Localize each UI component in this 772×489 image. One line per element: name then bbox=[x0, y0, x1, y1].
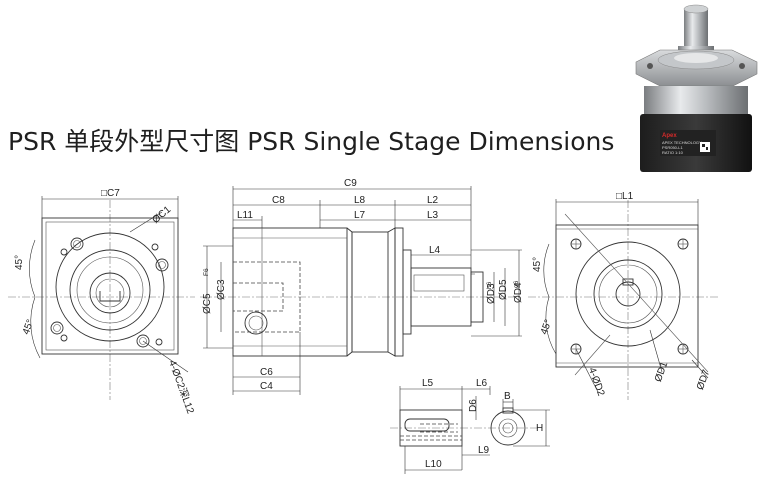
shaft-photo bbox=[684, 8, 708, 52]
output-flange-view: □C7 ØC1 45° 45° 4-ØC2深L12 bbox=[8, 188, 197, 416]
label-g6: g6 bbox=[513, 280, 520, 288]
label-h6: h6 bbox=[486, 281, 493, 289]
label-c7: □C7 bbox=[101, 188, 120, 199]
product-label-line1: APEX TECHNOLOGY bbox=[662, 140, 702, 145]
product-label-line3: RATIO 1:10 bbox=[662, 150, 684, 155]
label-d3: ØD3 bbox=[486, 283, 497, 304]
housing-photo bbox=[644, 86, 748, 114]
bolt-holes-right bbox=[570, 238, 689, 355]
label-l6: L6 bbox=[476, 378, 488, 389]
label-l8: L8 bbox=[354, 195, 366, 206]
label-h: H bbox=[536, 423, 543, 434]
label-d4: ØD4 bbox=[513, 282, 524, 303]
label-l5: L5 bbox=[422, 378, 434, 389]
label-angle-top-left: 45° bbox=[14, 255, 25, 270]
label-c5: ØC5 bbox=[202, 293, 213, 314]
label-d6: D6 bbox=[468, 399, 479, 412]
label-b: B bbox=[504, 391, 511, 402]
label-c3: ØC3 bbox=[216, 279, 227, 300]
label-l1: □L1 bbox=[616, 191, 634, 202]
input-flange-view: □L1 45° 45° 4-ØD2 ØD1 ØD7 bbox=[528, 191, 720, 400]
label-angle-right-bottom: 45° bbox=[539, 318, 555, 336]
label-d5: ØD5 bbox=[498, 279, 509, 300]
label-l10: L10 bbox=[425, 459, 442, 470]
label-d7: ØD7 bbox=[695, 368, 713, 391]
page-title: PSR 单段外型尺寸图 PSR Single Stage Dimensions bbox=[8, 127, 615, 156]
label-l3: L3 bbox=[427, 210, 439, 221]
label-d1: ØD1 bbox=[653, 360, 671, 383]
label-angle-right-top: 45° bbox=[532, 257, 543, 272]
key-detail: L5 L6 D6 L9 L10 B bbox=[390, 378, 550, 474]
label-c4: C4 bbox=[260, 381, 273, 392]
label-c8: C8 bbox=[272, 195, 285, 206]
label-l11: L11 bbox=[237, 210, 253, 221]
label-f6: F6 bbox=[203, 268, 210, 276]
label-l4: L4 bbox=[429, 245, 441, 256]
label-c9: C9 bbox=[344, 178, 357, 189]
label-angle-bottom-left: 45° bbox=[21, 318, 37, 336]
product-brand: Apex bbox=[662, 133, 677, 139]
bolt-holes-left bbox=[50, 237, 169, 348]
label-c1: ØC1 bbox=[150, 204, 173, 226]
side-view: C9 C8 L8 L2 L11 L7 L3 L4 ØC5 bbox=[200, 178, 524, 395]
product-label-line2: PSR050-L1 bbox=[662, 145, 683, 150]
label-l7: L7 bbox=[354, 210, 366, 221]
label-d2: 4-ØD2 bbox=[586, 366, 607, 398]
label-l2: L2 bbox=[427, 195, 439, 206]
label-c6: C6 bbox=[260, 367, 273, 378]
label-l9: L9 bbox=[478, 445, 490, 456]
